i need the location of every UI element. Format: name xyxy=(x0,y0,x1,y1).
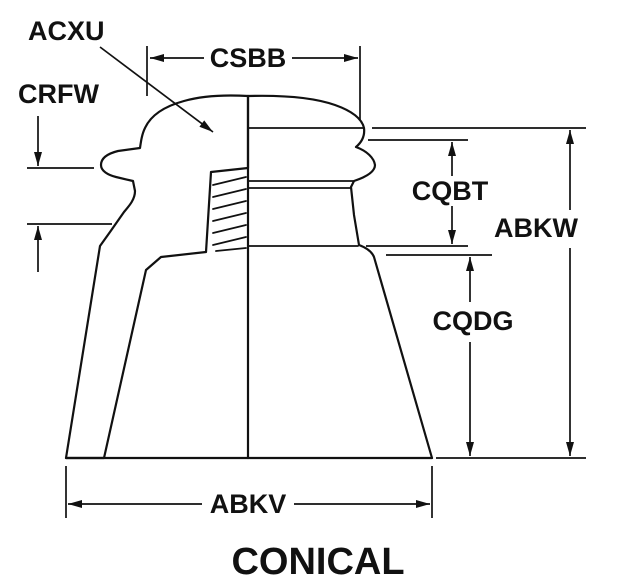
thread-line xyxy=(215,247,247,252)
thread-line xyxy=(212,200,247,210)
thread-line xyxy=(212,188,247,198)
insulator-outline-right xyxy=(246,94,434,460)
diagram-title: CONICAL xyxy=(231,541,404,583)
dimension-csbb: CSBB xyxy=(146,43,361,120)
insulator-section-left xyxy=(64,94,250,460)
cqdg-label: CQDG xyxy=(433,306,514,336)
dimension-acxu: ACXU xyxy=(28,16,214,133)
acxu-label: ACXU xyxy=(28,16,105,46)
dimension-abkv: ABKV xyxy=(65,466,433,519)
thread-line xyxy=(212,224,247,234)
abkv-label: ABKV xyxy=(210,489,287,519)
thread-line xyxy=(212,212,247,222)
thread-line xyxy=(212,236,247,246)
cqbt-label: CQBT xyxy=(412,176,489,206)
csbb-label: CSBB xyxy=(210,43,287,73)
crfw-label: CRFW xyxy=(18,79,99,109)
abkw-label: ABKW xyxy=(494,213,578,243)
dimension-cqbt: CQBT xyxy=(366,139,489,247)
thread-lines xyxy=(212,176,247,252)
dimension-abkw: ABKW xyxy=(372,127,586,459)
dimension-cqdg: CQDG xyxy=(386,254,514,456)
thread-line xyxy=(212,176,247,186)
acxu-leader-line xyxy=(99,46,214,133)
insulator-drawing xyxy=(64,94,434,460)
dimension-crfw: CRFW xyxy=(18,79,112,272)
